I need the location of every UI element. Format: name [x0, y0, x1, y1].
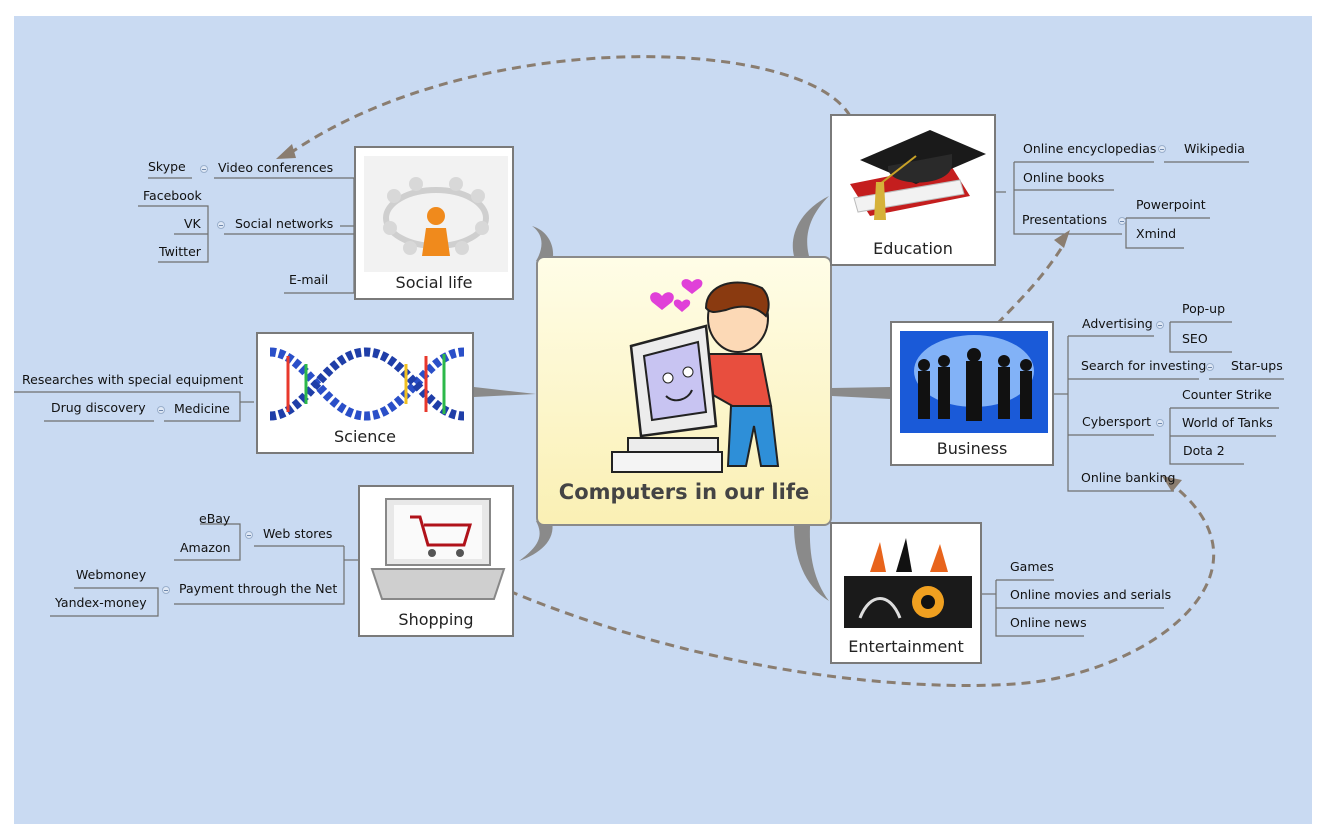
leaf-cybersport[interactable]: Cybersport — [1082, 414, 1152, 429]
collapse-icon[interactable] — [1118, 217, 1126, 225]
leaf-ebay[interactable]: eBay — [199, 511, 231, 526]
topic-social-life[interactable]: Social life — [354, 146, 514, 300]
leaf-amazon[interactable]: Amazon — [180, 540, 231, 555]
collapse-icon[interactable] — [1206, 363, 1214, 371]
leaf-yandex-money[interactable]: Yandex-money — [55, 595, 147, 610]
leaf-online-encyclopedias[interactable]: Online encyclopedias — [1023, 141, 1157, 156]
collapse-icon[interactable] — [1156, 419, 1164, 427]
leaf-twitter[interactable]: Twitter — [159, 244, 201, 259]
leaf-video-conferences[interactable]: Video conferences — [218, 160, 334, 175]
collapse-icon[interactable] — [200, 165, 208, 173]
leaf-online-movies[interactable]: Online movies and serials — [1010, 587, 1172, 602]
leaf-powerpoint[interactable]: Powerpoint — [1136, 197, 1206, 212]
topic-label: Entertainment — [848, 637, 964, 656]
connection-lines — [14, 55, 1284, 688]
topic-entertainment[interactable]: Entertainment — [830, 522, 982, 664]
leaf-researches[interactable]: Researches with special equipment — [22, 372, 244, 387]
topic-education[interactable]: Education — [830, 114, 996, 266]
collapse-icon[interactable] — [157, 406, 165, 414]
leaf-email[interactable]: E-mail — [289, 272, 329, 287]
leaf-online-books[interactable]: Online books — [1023, 170, 1105, 185]
collapse-icon[interactable] — [162, 586, 170, 594]
central-topic-title: Computers in our life — [558, 480, 810, 504]
leaf-online-news[interactable]: Online news — [1010, 615, 1087, 630]
collapse-icon[interactable] — [1156, 321, 1164, 329]
leaf-online-banking[interactable]: Online banking — [1081, 470, 1176, 485]
leaf-drug-discovery[interactable]: Drug discovery — [51, 400, 146, 415]
business-people-icon — [900, 331, 1048, 433]
leaf-advertising[interactable]: Advertising — [1082, 316, 1153, 331]
leaf-search-for-investing[interactable]: Search for investing — [1081, 358, 1207, 373]
music-party-icon — [840, 532, 976, 632]
collapse-icon[interactable] — [217, 221, 225, 229]
mind-map-canvas: Computers in our life Social life Video … — [14, 16, 1312, 824]
topic-label: Science — [333, 427, 397, 446]
topic-science[interactable]: Science — [256, 332, 474, 454]
leaf-seo[interactable]: SEO — [1182, 331, 1208, 346]
boy-with-computer-icon — [611, 279, 780, 473]
laptop-cart-icon — [368, 495, 508, 605]
leaf-web-stores[interactable]: Web stores — [263, 526, 333, 541]
leaf-world-of-tanks[interactable]: World of Tanks — [1182, 415, 1273, 430]
leaf-social-networks[interactable]: Social networks — [235, 216, 334, 231]
topic-label: Social life — [395, 273, 473, 292]
leaf-facebook[interactable]: Facebook — [143, 188, 202, 203]
central-topic[interactable]: Computers in our life — [536, 256, 832, 526]
leaf-dota-2[interactable]: Dota 2 — [1183, 443, 1225, 458]
leaf-webmoney[interactable]: Webmoney — [76, 567, 147, 582]
collapse-icon[interactable] — [245, 531, 253, 539]
leaf-counter-strike[interactable]: Counter Strike — [1182, 387, 1272, 402]
leaf-payment[interactable]: Payment through the Net — [179, 581, 338, 596]
leaf-skype[interactable]: Skype — [148, 159, 186, 174]
topic-label: Shopping — [398, 610, 474, 629]
leaf-xmind[interactable]: Xmind — [1136, 226, 1177, 241]
leaf-vk[interactable]: VK — [184, 216, 201, 231]
leaf-popup[interactable]: Pop-up — [1182, 301, 1226, 316]
leaf-games[interactable]: Games — [1010, 559, 1054, 574]
topic-label: Business — [936, 439, 1008, 458]
leaf-wikipedia[interactable]: Wikipedia — [1184, 141, 1245, 156]
people-circle-icon — [364, 156, 508, 272]
leaf-star-ups[interactable]: Star-ups — [1231, 358, 1283, 373]
leaf-medicine[interactable]: Medicine — [174, 401, 230, 416]
collapse-icon[interactable] — [1158, 145, 1166, 153]
leaf-presentations[interactable]: Presentations — [1022, 212, 1108, 227]
topic-business[interactable]: Business — [890, 321, 1054, 466]
topic-label: Education — [873, 239, 953, 258]
dna-helix-icon — [266, 342, 468, 426]
graduation-cap-icon — [840, 124, 990, 234]
topic-shopping[interactable]: Shopping — [358, 485, 514, 637]
